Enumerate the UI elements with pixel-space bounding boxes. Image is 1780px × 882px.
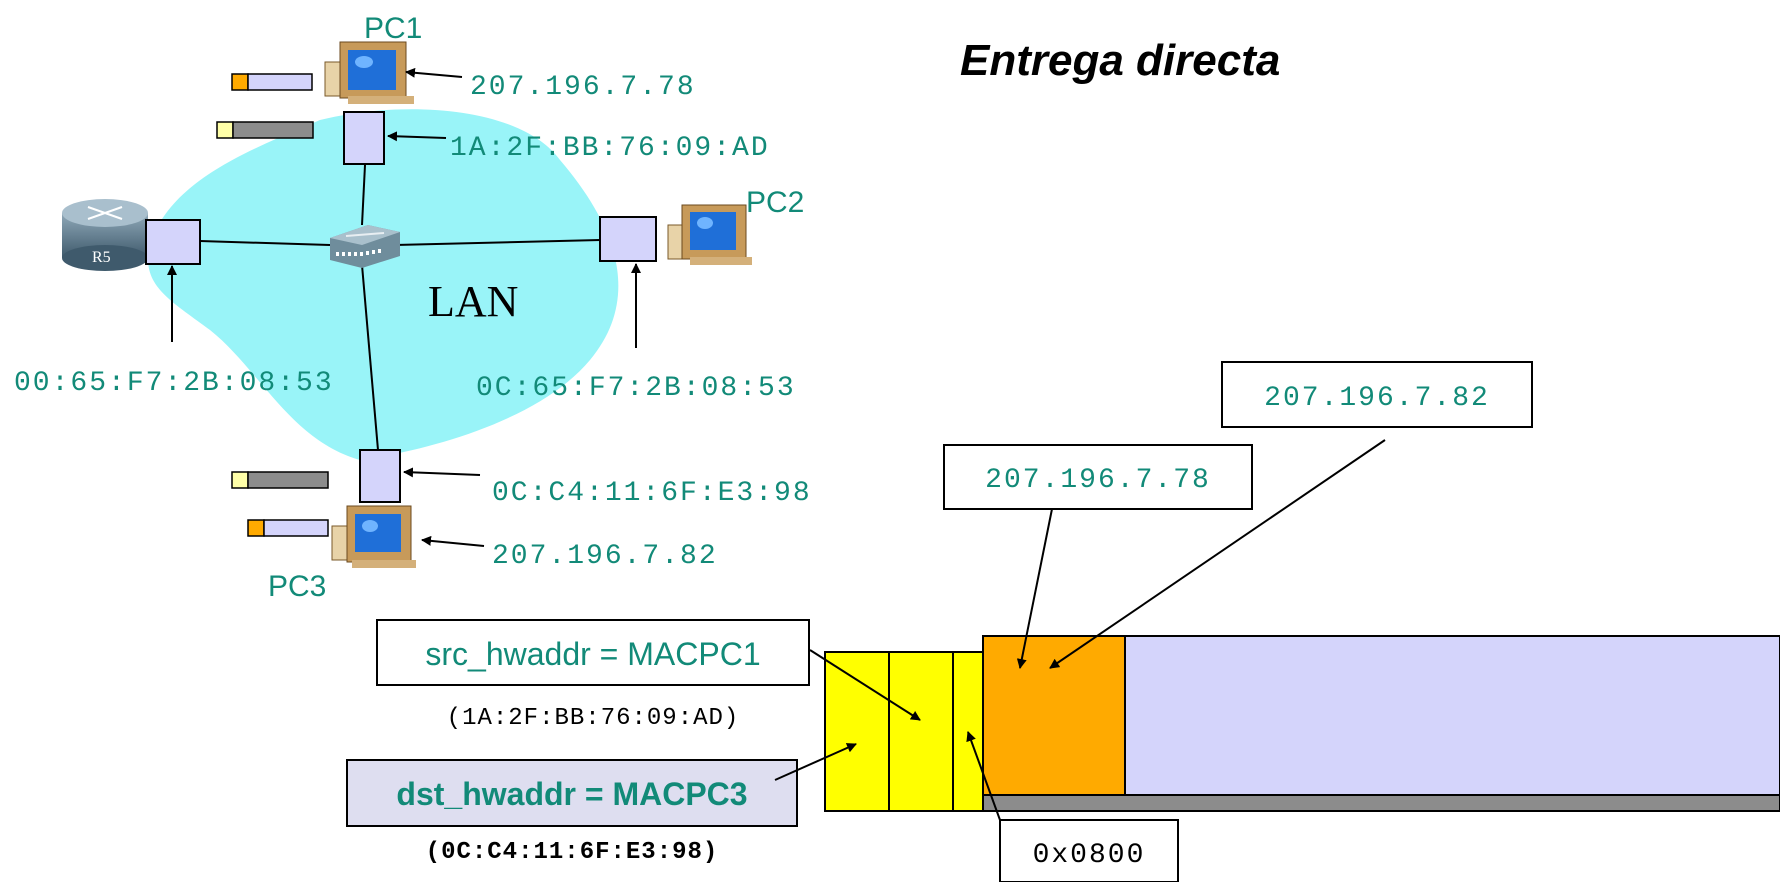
pc1-mac-label: 1A:2F:BB:76:09:AD: [450, 133, 770, 164]
pc1-ip-bar: [231, 73, 313, 91]
router-label: R5: [92, 249, 111, 266]
pc1-port: [343, 111, 385, 165]
ip-dst-callout: 207.196.7.82: [1264, 383, 1490, 414]
switch-icon: [330, 225, 400, 268]
pc1-mac-bar: [216, 121, 314, 139]
ethertype-box: [999, 819, 1179, 882]
pc2-name: PC2: [746, 186, 804, 219]
frame-src-field: [888, 651, 954, 812]
pc3-port: [359, 449, 401, 503]
pc3-name: PC3: [268, 570, 326, 603]
src-hwaddr-label: src_hwaddr = MACPC1: [425, 636, 760, 672]
ethertype-value: 0x0800: [1033, 840, 1146, 871]
dst-hwaddr-box: [346, 759, 798, 827]
pc1-computer-icon: [324, 41, 414, 104]
router-icon: R5: [62, 199, 148, 271]
pc3-ip-label: 207.196.7.82: [492, 541, 718, 572]
pc3-ip-bar: [247, 519, 329, 537]
address-arrows: [167, 67, 641, 547]
pc2-mac-label: 0C:65:F7:2B:08:53: [476, 373, 796, 404]
dst-hwaddr-value: (0C:C4:11:6F:E3:98): [426, 839, 719, 866]
pc3-mac-label: 0C:C4:11:6F:E3:98: [492, 478, 812, 509]
frame-ip-header: [982, 635, 1126, 796]
src-hwaddr-box: [376, 619, 810, 686]
lan-cloud: [148, 109, 619, 461]
pc3-computer-icon: [331, 505, 416, 568]
slide-title: Entrega directa: [960, 36, 1280, 85]
ip-dst-callout-box: [1221, 361, 1533, 428]
frame-payload: [1124, 635, 1780, 796]
router-mac-label: 00:65:F7:2B:08:53: [14, 368, 334, 399]
frame-arrows: [774, 439, 1386, 821]
ethernet-frame: [824, 635, 1780, 812]
ip-src-callout-box: [943, 444, 1253, 510]
network-links: [199, 164, 601, 451]
lan-label: LAN: [428, 277, 518, 326]
frame-dst-field: [824, 651, 890, 812]
pc1-ip-label: 207.196.7.78: [470, 72, 696, 103]
src-hwaddr-value: (1A:2F:BB:76:09:AD): [447, 705, 740, 732]
pc2-port: [599, 216, 657, 262]
dst-hwaddr-label: dst_hwaddr = MACPC3: [396, 776, 747, 812]
ip-src-callout: 207.196.7.78: [985, 465, 1211, 496]
pc2-computer-icon: [667, 204, 752, 265]
pc1-name: PC1: [364, 12, 422, 45]
nic-ports: [145, 111, 657, 503]
pc3-mac-bar: [231, 471, 329, 489]
frame-type-field: [952, 651, 984, 812]
router-port: [145, 219, 201, 265]
